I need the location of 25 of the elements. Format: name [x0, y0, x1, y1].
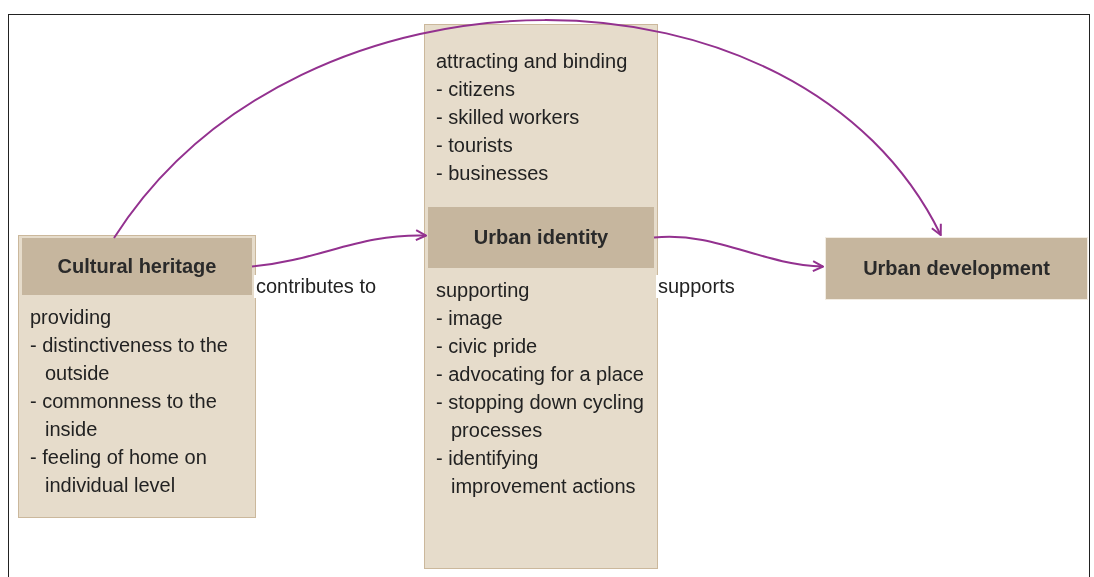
list-item: - image [436, 306, 504, 331]
text-panel [424, 24, 658, 569]
list-item: attracting and binding [436, 49, 629, 74]
heading-box: Urban identity [428, 207, 654, 268]
list-item: - civic pride [436, 334, 539, 359]
arrow [113, 19, 942, 239]
list-item: - advocating for a place [436, 362, 645, 387]
heading-box: Urban development [825, 237, 1088, 300]
list-item: providing [30, 305, 113, 330]
list-item: - stopping down cycling processes [436, 390, 645, 443]
text-panel [18, 235, 256, 518]
edge-label: supports [656, 274, 737, 298]
list-item: supporting [436, 278, 531, 303]
list-item: - skilled workers [436, 105, 581, 130]
arrow [251, 229, 427, 268]
arrow [653, 235, 824, 272]
list-item: - citizens [436, 77, 516, 102]
list-item: - feeling of home on individual level [30, 445, 208, 498]
edge-label: contributes to [254, 274, 379, 298]
list-item: - identifying improvement actions [436, 446, 637, 499]
list-item: - tourists [436, 133, 514, 158]
list-item: - distinctiveness to the outside [30, 333, 229, 386]
list-item: - businesses [436, 161, 550, 186]
list-item: - commonness to the inside [30, 389, 218, 442]
heading-box: Cultural heritage [22, 238, 252, 295]
